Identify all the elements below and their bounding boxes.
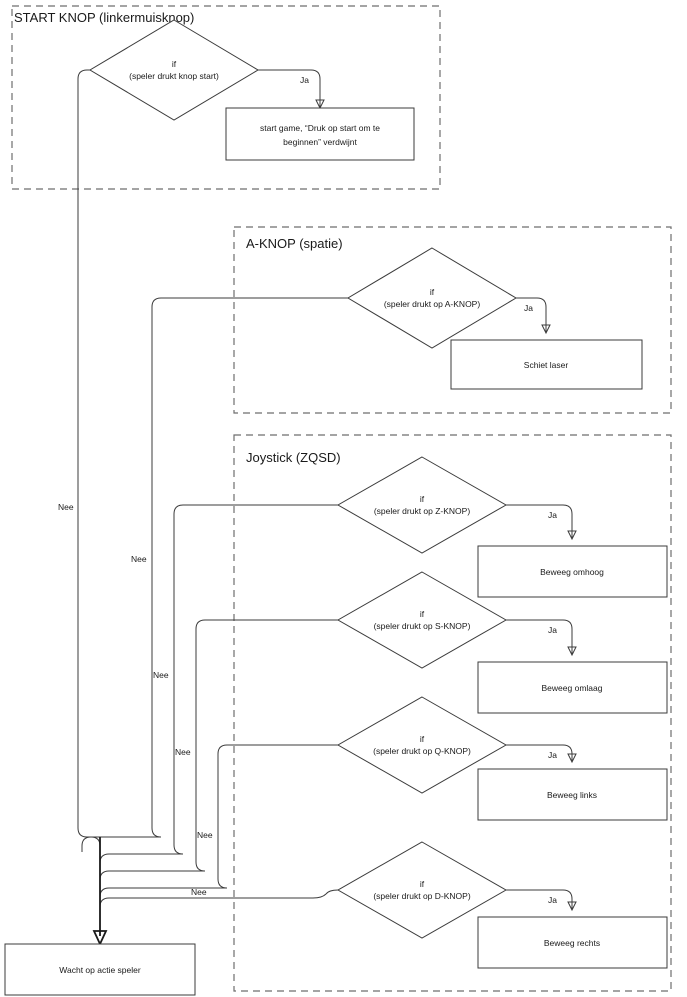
decision-start-line1: if <box>172 59 177 69</box>
arrowhead-z-yes <box>567 530 577 541</box>
edge-label-no-q: Nee <box>197 830 213 840</box>
decision-z-line2: (speler drukt op Z-KNOP) <box>374 506 471 516</box>
action-move-left[interactable] <box>477 768 668 821</box>
decision-z-line1: if <box>420 494 425 504</box>
edge-label-no-start: Nee <box>58 502 74 512</box>
edge-label-yes-start: Ja <box>300 75 309 85</box>
action-start-game[interactable] <box>225 107 415 161</box>
decision-d-line1: if <box>420 879 425 889</box>
edge-label-yes-q: Ja <box>548 750 557 760</box>
decision-s-line1: if <box>420 609 425 619</box>
arrowhead-s-yes <box>567 646 577 657</box>
edge-start-no <box>77 69 101 930</box>
arrowhead-q-yes <box>567 753 577 764</box>
action-start-game-line2: beginnen” verdwijnt <box>283 137 357 147</box>
arrowhead-start-yes <box>315 99 325 110</box>
edge-s-no <box>99 619 338 886</box>
edge-q-no <box>99 744 338 903</box>
decision-s-line2: (speler drukt op S-KNOP) <box>374 621 471 631</box>
edge-z-no <box>99 504 338 869</box>
decision-s-button[interactable] <box>336 571 508 669</box>
decision-d-line2: (speler drukt op D-KNOP) <box>373 891 470 901</box>
edge-label-yes-s: Ja <box>548 625 557 635</box>
group-label-start: START KNOP (linkermuisknop) <box>14 10 194 25</box>
group-box-start <box>11 5 441 190</box>
terminal-wait-for-player[interactable] <box>4 943 196 996</box>
decision-q-button[interactable] <box>336 696 508 794</box>
decision-d-button[interactable] <box>336 841 508 939</box>
edge-z-yes <box>506 504 573 539</box>
action-move-left-label: Beweeg links <box>547 790 597 800</box>
group-box-aknop <box>233 226 672 414</box>
decision-a-button[interactable] <box>347 247 517 349</box>
action-move-up-label: Beweeg omhoog <box>540 567 604 577</box>
decision-start-button[interactable] <box>89 19 259 121</box>
arrowhead-a-yes <box>541 324 551 335</box>
group-label-aknop: A-KNOP (spatie) <box>246 236 343 251</box>
decision-a-line2: (speler drukt op A-KNOP) <box>384 299 481 309</box>
action-move-up[interactable] <box>477 545 668 598</box>
group-box-joystick <box>233 434 672 992</box>
edge-d-no <box>99 889 339 920</box>
decision-a-line1: if <box>430 287 435 297</box>
edge-start-yes <box>258 69 321 108</box>
arrowhead-d-yes <box>567 901 577 912</box>
edge-label-no-z: Nee <box>153 670 169 680</box>
arrowhead-terminal <box>92 930 108 947</box>
edge-q-yes <box>506 744 573 762</box>
edge-a-no <box>81 297 348 852</box>
decision-q-line1: if <box>420 734 425 744</box>
action-shoot-laser[interactable] <box>450 339 643 390</box>
action-shoot-laser-label: Schiet laser <box>524 360 569 370</box>
action-move-right-label: Beweeg rechts <box>544 938 600 948</box>
decision-z-button[interactable] <box>336 456 508 554</box>
terminal-wait-label: Wacht op actie speler <box>59 965 141 975</box>
decision-q-line2: (speler drukt op Q-KNOP) <box>373 746 471 756</box>
action-move-down[interactable] <box>477 661 668 714</box>
edge-label-yes-z: Ja <box>548 510 557 520</box>
group-label-joystick: Joystick (ZQSD) <box>246 450 341 465</box>
action-start-game-line1: start game, “Druk op start om te <box>260 123 380 133</box>
edge-label-no-s: Nee <box>175 747 191 757</box>
action-move-right[interactable] <box>477 916 668 969</box>
edge-a-yes <box>516 297 547 333</box>
edge-label-yes-d: Ja <box>548 895 557 905</box>
edge-d-yes <box>506 889 573 910</box>
edge-label-no-d: Nee <box>191 887 207 897</box>
edge-label-yes-a: Ja <box>524 303 533 313</box>
edge-label-no-a: Nee <box>131 554 147 564</box>
action-move-down-label: Beweeg omlaag <box>542 683 603 693</box>
edge-s-yes <box>506 619 573 655</box>
decision-start-line2: (speler drukt knop start) <box>129 71 219 81</box>
